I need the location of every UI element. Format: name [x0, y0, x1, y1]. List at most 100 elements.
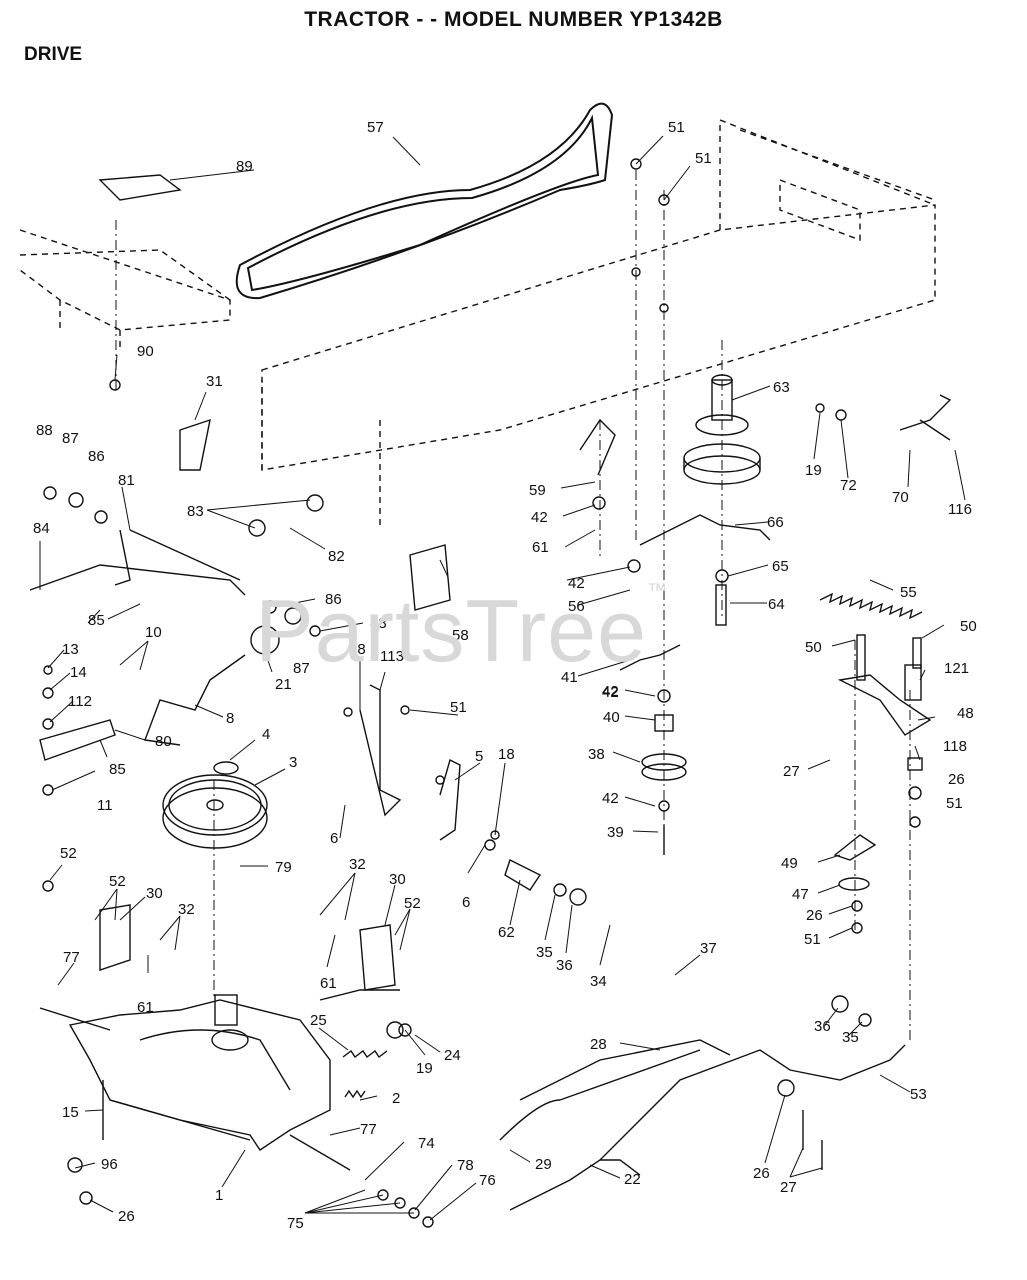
- callout-76: 76: [479, 1172, 496, 1189]
- callout-25: 25: [310, 1012, 327, 1029]
- callout-27b: 27: [780, 1179, 797, 1196]
- pulley-3: [162, 761, 268, 849]
- callout-51c: 51: [450, 699, 467, 716]
- callout-52b: 52: [109, 873, 126, 890]
- callout-42d: 42: [602, 790, 619, 807]
- callout-66: 66: [767, 514, 784, 531]
- callout-28: 28: [590, 1036, 607, 1053]
- callout-35a: 35: [536, 944, 553, 961]
- callout-51b: 51: [695, 150, 712, 167]
- callout-72: 72: [840, 477, 857, 494]
- callout-61c: 61: [320, 975, 337, 992]
- callout-87a: 87: [62, 430, 79, 447]
- callout-38: 38: [588, 746, 605, 763]
- callout-13: 13: [62, 641, 79, 658]
- callout-21: 21: [275, 676, 292, 693]
- callout-50b: 50: [960, 618, 977, 635]
- callout-36b: 36: [814, 1018, 831, 1035]
- callout-2: 2: [392, 1090, 400, 1107]
- callout-121: 121: [944, 660, 969, 677]
- callout-19b: 19: [416, 1060, 433, 1077]
- callout-39: 39: [607, 824, 624, 841]
- callout-74: 74: [418, 1135, 435, 1152]
- callout-52a: 52: [60, 845, 77, 862]
- callout-49: 49: [781, 855, 798, 872]
- callout-88a: 88: [36, 422, 53, 439]
- callout-59: 59: [529, 482, 546, 499]
- callout-89: 89: [236, 158, 253, 175]
- page-title: TRACTOR - - MODEL NUMBER YP1342B: [304, 8, 723, 31]
- callout-55: 55: [900, 584, 917, 601]
- callout-48: 48: [957, 705, 974, 722]
- callout-40: 40: [603, 709, 620, 726]
- callout-51d: 51: [946, 795, 963, 812]
- idler-pulley-38: [641, 714, 687, 855]
- transaxle: [39, 994, 351, 1171]
- callout-34: 34: [590, 973, 607, 990]
- callout-61a: 61: [532, 539, 549, 556]
- callout-84: 84: [33, 520, 50, 537]
- callout-63: 63: [773, 379, 790, 396]
- linkages: [29, 174, 952, 1211]
- callout-78: 78: [457, 1157, 474, 1174]
- callout-1: 1: [215, 1187, 223, 1204]
- springs: [342, 592, 923, 1099]
- callout-64: 64: [768, 596, 785, 613]
- callout-58: 58: [452, 627, 469, 644]
- callout-5: 5: [475, 748, 483, 765]
- callout-32b: 32: [349, 856, 366, 873]
- tractor-frame: [19, 118, 936, 530]
- callout-6a: 6: [330, 830, 338, 847]
- callout-10: 10: [145, 624, 162, 641]
- callout-6b: 6: [462, 894, 470, 911]
- callout-27a: 27: [783, 763, 800, 780]
- callout-37: 37: [700, 940, 717, 957]
- callout-29: 29: [535, 1156, 552, 1173]
- callout-77b: 77: [360, 1121, 377, 1138]
- callout-42b: 42: [568, 575, 585, 592]
- callout-32a: 32: [178, 901, 195, 918]
- callout-4: 4: [262, 726, 270, 743]
- callout-15: 15: [62, 1104, 79, 1121]
- callout-88b: 88: [370, 615, 387, 632]
- callout-30b: 30: [389, 871, 406, 888]
- leader-lines: [39, 135, 966, 1221]
- callout-83: 83: [187, 503, 204, 520]
- callout-31: 31: [206, 373, 223, 390]
- callout-87b: 87: [293, 660, 310, 677]
- callout-112: 112: [68, 693, 92, 710]
- callout-42e: 42: [602, 684, 619, 701]
- center-lines: [115, 170, 911, 1040]
- callout-116: 116: [948, 501, 972, 518]
- callout-85b: 85: [109, 761, 126, 778]
- callout-80: 80: [155, 733, 172, 750]
- section-label: DRIVE: [24, 44, 83, 65]
- drive-belt: [235, 102, 614, 300]
- callout-118: 118: [943, 738, 967, 755]
- callout-52c: 52: [404, 895, 421, 912]
- callout-18b: 18: [498, 746, 515, 763]
- callout-36a: 36: [556, 957, 573, 974]
- callout-numbers: 1 2 3 4 5 6 6 8 10 11 13 14 15 18 18 19 …: [33, 119, 977, 1232]
- callout-70: 70: [892, 489, 909, 506]
- callout-47: 47: [792, 886, 809, 903]
- callout-57: 57: [367, 119, 384, 136]
- callout-62: 62: [498, 924, 515, 941]
- callout-56: 56: [568, 598, 585, 615]
- callout-50a: 50: [805, 639, 822, 656]
- callout-8: 8: [226, 710, 234, 727]
- callout-3: 3: [289, 754, 297, 771]
- callout-22: 22: [624, 1171, 641, 1188]
- callout-26d: 26: [118, 1208, 135, 1225]
- hardware: [42, 158, 923, 1228]
- callout-96: 96: [101, 1156, 118, 1173]
- callout-113: 113: [380, 648, 404, 665]
- callout-26a: 26: [948, 771, 965, 788]
- callout-79: 79: [275, 859, 292, 876]
- callout-77a: 77: [63, 949, 80, 966]
- callout-19a: 19: [805, 462, 822, 479]
- callout-61b: 61: [137, 999, 154, 1016]
- callout-26c: 26: [753, 1165, 770, 1182]
- callout-24: 24: [444, 1047, 461, 1064]
